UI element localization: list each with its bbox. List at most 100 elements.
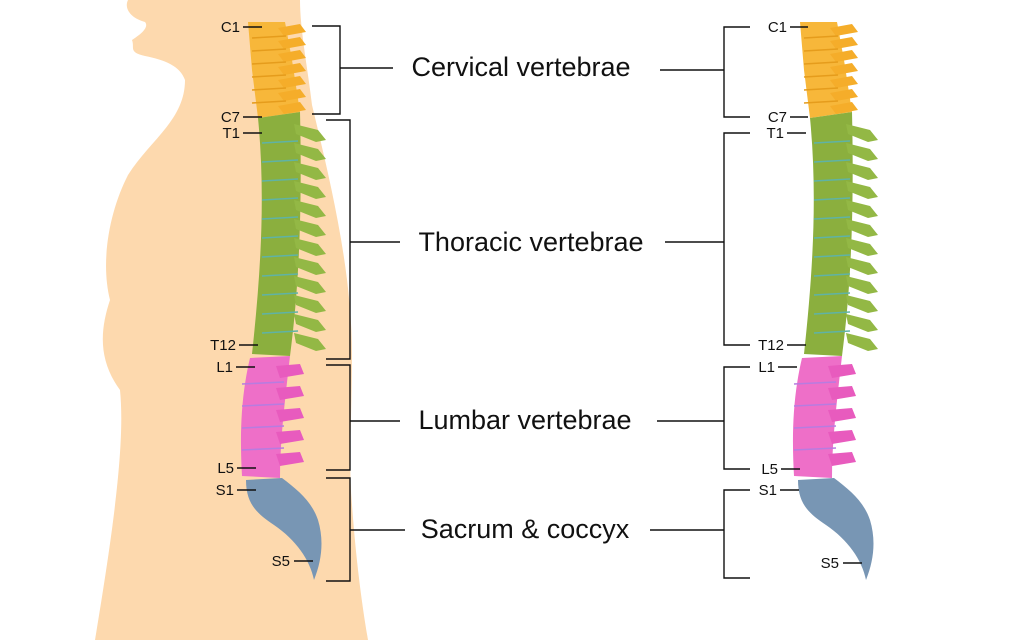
region-labels: Cervical vertebrae Thoracic vertebrae Lu… xyxy=(411,52,643,544)
cervical-process xyxy=(278,89,306,101)
cervical-disc xyxy=(251,61,287,65)
marker-t12-right: T12 xyxy=(758,337,784,354)
center-connectors xyxy=(340,67,724,531)
thoracic-process xyxy=(294,257,326,275)
thoracic-disc xyxy=(261,178,299,182)
thoracic-process xyxy=(846,238,878,256)
thoracic-process xyxy=(294,314,326,332)
lumbar-process xyxy=(828,408,856,422)
lumbar-process xyxy=(276,364,304,378)
thoracic-disc xyxy=(261,216,299,220)
lumbar-disc xyxy=(793,447,837,451)
lumbar-process xyxy=(828,452,856,466)
thoracic-disc xyxy=(813,140,851,144)
thoracic-disc xyxy=(261,197,299,201)
thoracic-process xyxy=(294,143,326,161)
thoracic-process xyxy=(846,276,878,294)
thoracic-disc xyxy=(813,159,851,163)
cervical-disc xyxy=(251,87,287,91)
cervical-process xyxy=(830,102,858,114)
thoracic-process xyxy=(846,143,878,161)
cervical-process xyxy=(830,89,858,101)
label-lumbar: Lumbar vertebrae xyxy=(418,405,631,435)
lumbar-process xyxy=(276,408,304,422)
sacrum-segment xyxy=(246,478,322,580)
cervical-process xyxy=(830,50,858,62)
marker-t12-left: T12 xyxy=(210,337,236,354)
lumbar-disc xyxy=(241,425,285,429)
cervical-disc xyxy=(251,48,287,52)
cervical-process xyxy=(278,63,306,75)
thoracic-process xyxy=(846,181,878,199)
thoracic-process xyxy=(846,314,878,332)
cervical-process xyxy=(278,50,306,62)
thoracic-disc xyxy=(261,254,299,258)
thoracic-process xyxy=(294,295,326,313)
thoracic-process xyxy=(846,219,878,237)
thoracic-disc xyxy=(261,159,299,163)
marker-c7-right: C7 xyxy=(768,109,787,126)
marker-l1-right: L1 xyxy=(758,359,775,376)
marker-t1-left: T1 xyxy=(222,125,240,142)
cervical-disc xyxy=(803,74,839,78)
label-sacrum: Sacrum & coccyx xyxy=(421,514,630,544)
cervical-disc xyxy=(803,48,839,52)
thoracic-segment xyxy=(804,112,853,356)
cervical-process xyxy=(278,102,306,114)
thoracic-process xyxy=(846,200,878,218)
cervical-process xyxy=(830,76,858,88)
cervical-disc xyxy=(803,61,839,65)
thoracic-disc xyxy=(813,273,851,277)
thoracic-disc xyxy=(813,254,851,258)
lumbar-disc xyxy=(241,403,285,407)
cervical-disc xyxy=(251,100,287,104)
marker-s5-left: S5 xyxy=(272,553,290,570)
thoracic-disc xyxy=(813,197,851,201)
left-brackets xyxy=(312,25,351,582)
right-brackets xyxy=(723,26,750,579)
marker-l5-right: L5 xyxy=(761,461,778,478)
cervical-process xyxy=(830,37,858,49)
thoracic-disc xyxy=(261,311,299,315)
lumbar-process xyxy=(276,386,304,400)
thoracic-process xyxy=(294,238,326,256)
cervical-disc xyxy=(251,35,287,39)
thoracic-process xyxy=(294,276,326,294)
thoracic-process xyxy=(294,219,326,237)
thoracic-disc xyxy=(813,235,851,239)
cervical-disc xyxy=(803,100,839,104)
marker-c1-left: C1 xyxy=(221,19,240,36)
cervical-disc xyxy=(803,35,839,39)
spine-right xyxy=(792,22,878,580)
cervical-process xyxy=(830,24,858,36)
lumbar-process xyxy=(828,430,856,444)
cervical-process xyxy=(830,63,858,75)
thoracic-disc xyxy=(261,330,299,334)
sacrum-segment xyxy=(798,478,874,580)
cervical-process xyxy=(278,37,306,49)
thoracic-disc xyxy=(813,330,851,334)
lumbar-process xyxy=(276,452,304,466)
thoracic-process xyxy=(294,181,326,199)
thoracic-process xyxy=(846,257,878,275)
lumbar-disc xyxy=(241,447,285,451)
marker-s5-right: S5 xyxy=(821,555,839,572)
thoracic-process xyxy=(846,124,878,142)
marker-l1-left: L1 xyxy=(216,359,233,376)
lumbar-disc xyxy=(241,381,285,385)
thoracic-disc xyxy=(813,292,851,296)
marker-s1-left: S1 xyxy=(216,482,234,499)
marker-l5-left: L5 xyxy=(217,460,234,477)
lumbar-disc xyxy=(793,425,837,429)
lumbar-process xyxy=(276,430,304,444)
cervical-process xyxy=(278,76,306,88)
lumbar-process xyxy=(828,386,856,400)
spine-left xyxy=(240,22,326,580)
thoracic-process xyxy=(294,200,326,218)
thoracic-disc xyxy=(813,178,851,182)
cervical-disc xyxy=(803,87,839,91)
right-markers: C1 C7 T1 T12 L1 L5 S1 S5 xyxy=(758,19,862,572)
thoracic-process xyxy=(294,124,326,142)
thoracic-disc xyxy=(261,273,299,277)
